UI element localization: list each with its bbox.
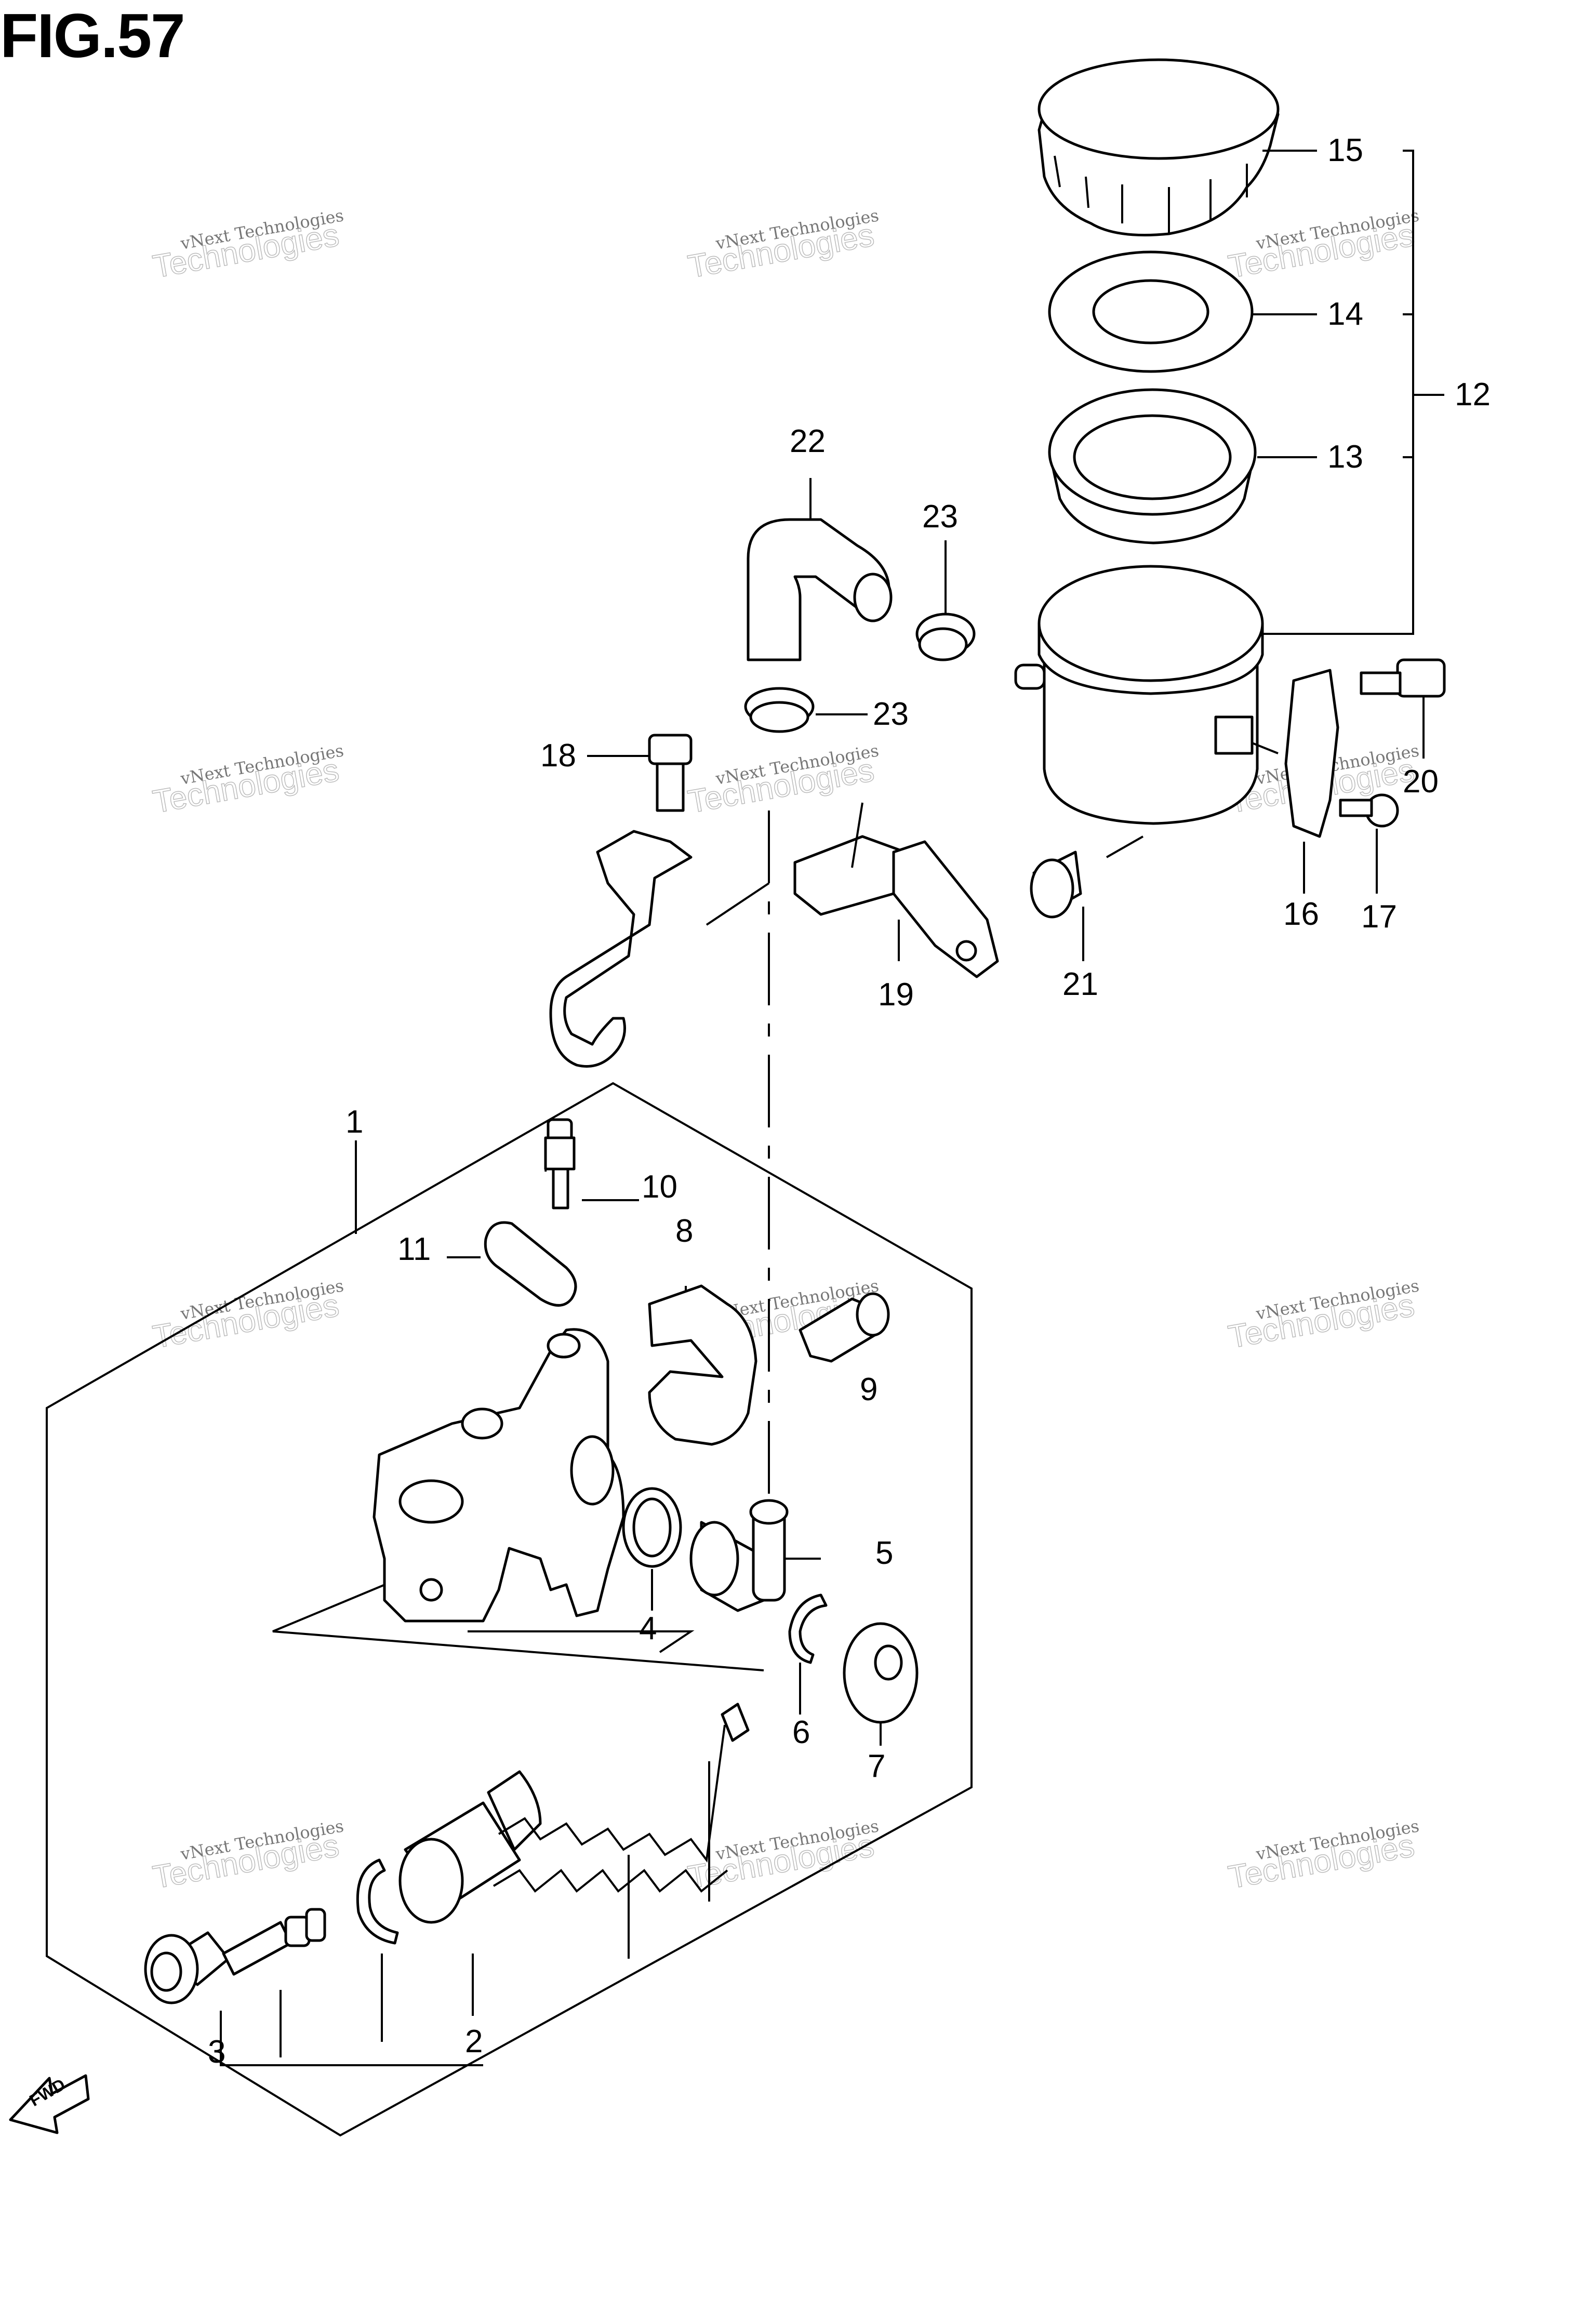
callout-11: 11 (397, 1231, 431, 1267)
circlip-icon (788, 1593, 828, 1664)
callout-10: 10 (642, 1169, 677, 1205)
bracket-icon (793, 835, 999, 978)
callout-13: 13 (1327, 439, 1363, 475)
callout-18: 18 (540, 738, 576, 774)
master-cylinder-body-icon (373, 1328, 625, 1623)
boot-icon (484, 1221, 577, 1307)
callout-23b: 23 (873, 696, 909, 732)
clamp-icon (744, 687, 815, 733)
piston-kit-icon (144, 1908, 326, 2004)
bracket-icon (1284, 669, 1339, 838)
connector-icon (1030, 851, 1082, 919)
callout-8: 8 (675, 1213, 693, 1249)
callout-21: 21 (1062, 966, 1098, 1002)
bolt-icon (799, 1292, 890, 1363)
callout-4: 4 (639, 1611, 657, 1646)
callout-9: 9 (860, 1372, 877, 1407)
bolt-icon (1339, 793, 1399, 828)
callout-1: 1 (345, 1104, 363, 1140)
callout-6: 6 (792, 1715, 810, 1750)
callout-14: 14 (1327, 296, 1363, 332)
callout-5: 5 (875, 1535, 893, 1571)
bolt-icon (1360, 658, 1446, 698)
assembly-outline (46, 1082, 973, 2137)
reservoir-tank-icon (1014, 565, 1264, 825)
reservoir-cap-icon (1038, 58, 1280, 236)
callout-22: 22 (790, 423, 826, 459)
callout-23a: 23 (922, 499, 958, 535)
callout-2: 2 (465, 2024, 483, 2059)
bracket-icon (549, 830, 693, 1068)
callout-16: 16 (1283, 896, 1319, 932)
callout-labels: 15 14 13 12 22 23 23 18 20 19 21 16 17 1… (208, 132, 1491, 2070)
holder-icon (648, 1284, 757, 1446)
callout-3: 3 (208, 2034, 225, 2070)
callout-7: 7 (868, 1748, 885, 1784)
clamp-icon (915, 613, 976, 661)
callout-12: 12 (1455, 377, 1491, 413)
connector-icon (689, 1499, 789, 1612)
piston-kit-icon (398, 1703, 750, 1924)
diaphragm-icon (1048, 388, 1257, 544)
bleeder-screw-icon (544, 1118, 576, 1210)
callout-15: 15 (1327, 132, 1363, 168)
diaphragm-plate-icon (1048, 250, 1254, 373)
callout-20: 20 (1403, 764, 1439, 800)
callout-17: 17 (1361, 899, 1397, 935)
o-ring-icon (622, 1487, 682, 1568)
callout-19: 19 (878, 977, 914, 1013)
circlip-icon (356, 1858, 399, 1945)
boot-icon (843, 1622, 919, 1724)
figure-title: FIG.57 (0, 1, 185, 71)
fwd-arrow-icon: FWD (9, 2074, 90, 2134)
bolt-icon (648, 734, 693, 812)
